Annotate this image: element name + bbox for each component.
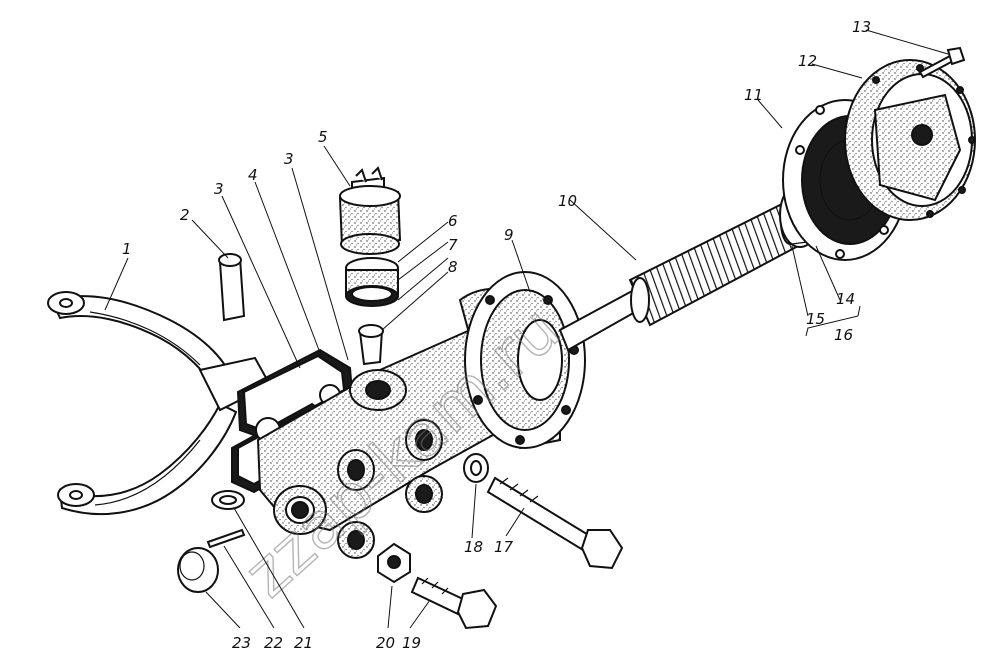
callout-11: 11 bbox=[744, 86, 763, 104]
callout-19: 19 bbox=[402, 634, 421, 652]
callout-12: 12 bbox=[798, 52, 817, 70]
shaft-and-spring bbox=[558, 198, 810, 352]
pressure-switch bbox=[338, 166, 402, 255]
callout-8: 8 bbox=[448, 258, 458, 276]
pin bbox=[218, 253, 246, 322]
callout-7: 7 bbox=[448, 236, 458, 254]
callout-13: 13 bbox=[852, 18, 871, 36]
end-cover bbox=[844, 59, 976, 221]
callout-23: 23 bbox=[232, 634, 251, 652]
callout-10: 10 bbox=[558, 192, 577, 210]
callout-14: 14 bbox=[836, 290, 855, 308]
callout-5: 5 bbox=[318, 128, 328, 146]
cover-screw bbox=[918, 46, 966, 79]
callout-3a: 3 bbox=[214, 180, 224, 198]
callout-15: 15 bbox=[806, 310, 825, 328]
callout-1: 1 bbox=[122, 240, 132, 258]
shift-fork bbox=[47, 291, 272, 516]
callout-16: 16 bbox=[834, 326, 853, 344]
callout-4: 4 bbox=[248, 166, 258, 184]
callout-17: 17 bbox=[494, 538, 514, 556]
plug bbox=[358, 324, 384, 366]
callout-20: 20 bbox=[376, 634, 395, 652]
callout-3b: 3 bbox=[284, 150, 294, 168]
long-bolt bbox=[486, 476, 624, 570]
leader-lines bbox=[104, 29, 949, 629]
callout-2: 2 bbox=[180, 206, 190, 224]
flanged-housing bbox=[458, 271, 586, 450]
callout-18: 18 bbox=[464, 538, 483, 556]
callouts: 1 2 3 3 4 5 6 7 8 9 10 11 12 13 14 15 16… bbox=[122, 18, 871, 652]
cap bbox=[177, 547, 219, 593]
callout-6: 6 bbox=[448, 212, 458, 230]
seal-ring bbox=[211, 490, 245, 510]
callout-21: 21 bbox=[294, 634, 313, 652]
short-bolt bbox=[410, 576, 498, 630]
switch-washers bbox=[345, 257, 399, 307]
callout-22: 22 bbox=[264, 634, 283, 652]
callout-9: 9 bbox=[504, 226, 514, 244]
washer bbox=[463, 453, 489, 483]
cotter-pin bbox=[206, 528, 246, 549]
nut bbox=[377, 542, 411, 584]
